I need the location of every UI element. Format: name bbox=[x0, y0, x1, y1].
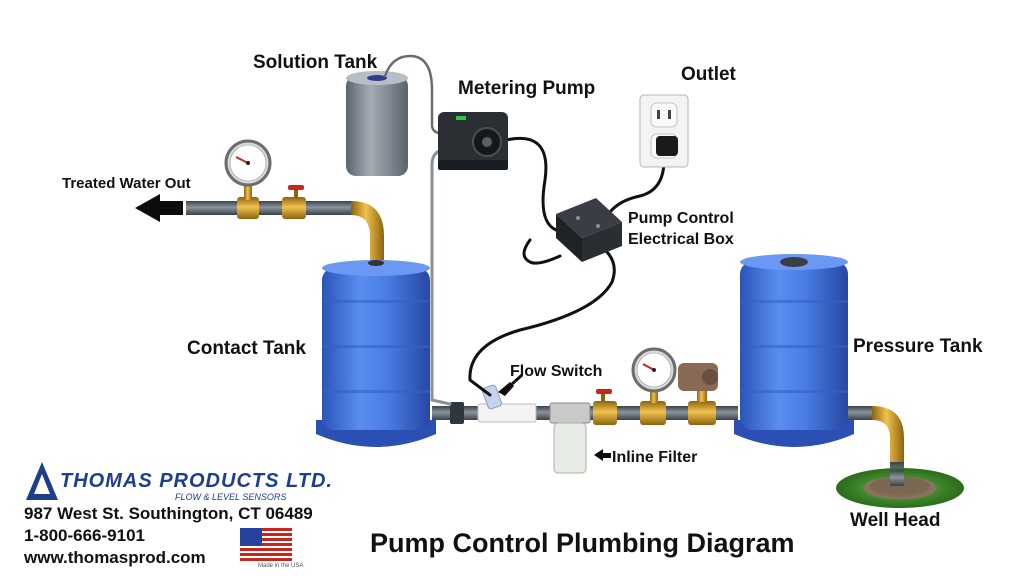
flow-switch-arrow-icon bbox=[498, 373, 524, 396]
pressure-switch bbox=[678, 363, 718, 402]
solution-tank bbox=[346, 71, 408, 176]
label-outlet: Outlet bbox=[681, 64, 736, 85]
pump-control-box bbox=[556, 198, 622, 262]
label-metering-pump: Metering Pump bbox=[458, 78, 596, 99]
label-solution-tank: Solution Tank bbox=[253, 52, 378, 73]
label-treated-water-out: Treated Water Out bbox=[62, 175, 191, 192]
pressure-tank bbox=[734, 254, 854, 447]
label-flow-switch: Flow Switch bbox=[510, 363, 603, 380]
label-pump-control-box-1: Pump Control bbox=[628, 210, 734, 227]
company-name: THOMAS PRODUCTS LTD. bbox=[60, 470, 333, 492]
inline-filter bbox=[549, 402, 591, 474]
usa-flag-icon bbox=[240, 528, 292, 564]
pressure-gauge-outlet bbox=[224, 139, 272, 200]
inline-filter-arrow-icon bbox=[594, 449, 611, 461]
diagram-title: Pump Control Plumbing Diagram bbox=[370, 528, 795, 558]
company-address: 987 West St. Southington, CT 06489 bbox=[24, 504, 313, 523]
label-contact-tank: Contact Tank bbox=[187, 338, 306, 359]
label-pressure-tank: Pressure Tank bbox=[853, 336, 983, 357]
label-pump-control-box-2: Electrical Box bbox=[628, 231, 734, 248]
wall-outlet bbox=[639, 94, 689, 168]
company-website: www.thomasprod.com bbox=[24, 548, 206, 567]
company-logo-icon bbox=[26, 462, 58, 500]
metering-pump bbox=[438, 112, 508, 170]
company-tagline: FLOW & LEVEL SENSORS bbox=[175, 492, 287, 502]
contact-tank bbox=[316, 260, 436, 447]
treated-water-arrow-icon bbox=[135, 194, 183, 222]
flag-caption: Made in the USA bbox=[258, 563, 304, 569]
company-phone: 1-800-666-9101 bbox=[24, 526, 145, 545]
label-well-head: Well Head bbox=[850, 510, 941, 531]
flow-switch bbox=[477, 384, 537, 423]
outlet-pipe bbox=[186, 185, 384, 262]
label-inline-filter: Inline Filter bbox=[612, 449, 698, 466]
pressure-gauge-main bbox=[631, 347, 677, 403]
well-head bbox=[836, 468, 964, 508]
